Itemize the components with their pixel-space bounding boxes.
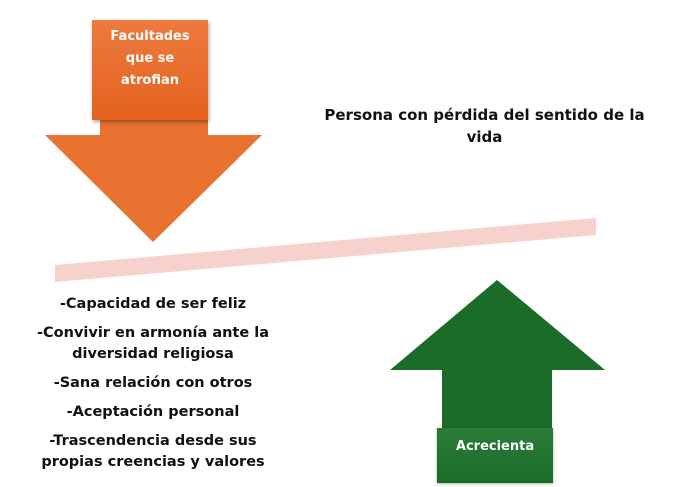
faculty-item: -Sana relación con otros [53, 375, 253, 391]
faculty-item: -Aceptación personal [66, 404, 240, 420]
increase-label-box: Acrecienta [437, 428, 553, 483]
atrophy-label-line: atrofian [121, 73, 179, 88]
atrophy-label-line: que se [125, 51, 175, 66]
up-arrow [390, 280, 605, 430]
atrophy-label-line: Facultades [110, 29, 190, 44]
faculty-item: -Capacidad de ser feliz [59, 296, 247, 312]
down-arrow [45, 120, 262, 242]
atrophy-label-box: Facultades que se atrofian [92, 20, 208, 120]
faculty-item: -Trascendencia desde sus propias creenci… [41, 433, 265, 470]
faculties-list: -Capacidad de ser feliz -Convivir en arm… [18, 294, 288, 481]
increase-label: Acrecienta [455, 439, 535, 454]
balance-bar [55, 218, 596, 282]
faculty-item: -Convivir en armonía ante la diversidad … [37, 325, 269, 362]
diagram-title: Persona con pérdida del sentido de la vi… [324, 106, 645, 146]
